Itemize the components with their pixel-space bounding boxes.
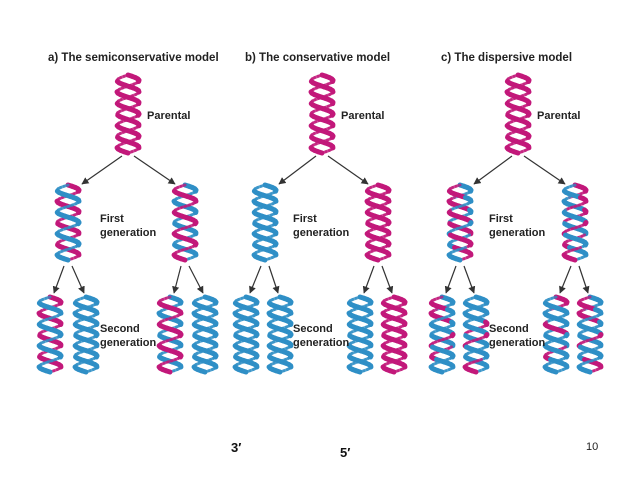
panel-b-arrow-5 xyxy=(362,265,375,294)
panel-c-second-gen-helix-3 xyxy=(542,294,570,375)
panel-a-parental-label: Parental xyxy=(147,110,191,122)
panel-c-arrow-6 xyxy=(578,265,590,294)
panel-b-second-label-1: Second xyxy=(293,323,333,335)
panel-a-first-gen-helix-2 xyxy=(171,182,199,263)
panel-b-second-gen-helix-3 xyxy=(346,294,374,375)
panel-a-second-gen-helix-2 xyxy=(72,294,100,375)
panel-c-second-gen-helix-1 xyxy=(428,294,456,375)
footer-5-prime: 5′ xyxy=(340,445,351,460)
panel-a-second-label-1: Second xyxy=(100,323,140,335)
panel-a-arrow-4 xyxy=(71,265,85,294)
panel-c-first-label-2: generation xyxy=(489,227,546,239)
panel-b-second-label-2: generation xyxy=(293,337,350,349)
panel-b-parental-helix xyxy=(308,72,336,156)
panel-a-arrow-6 xyxy=(188,265,204,294)
panel-c-parental-helix xyxy=(504,72,532,156)
panel-a-second-label-2: generation xyxy=(100,337,157,349)
panel-b-arrow-3 xyxy=(249,265,262,294)
panel-c-arrow-2 xyxy=(523,155,566,185)
panel-c-parental-label: Parental xyxy=(537,110,581,122)
panel-c-arrow-5 xyxy=(559,265,572,294)
panel-a-arrow-3 xyxy=(52,265,65,294)
panel-b-parental-label: Parental xyxy=(341,110,385,122)
panel-a-second-gen-helix-3 xyxy=(156,294,184,375)
panel-b-second-gen-helix-1 xyxy=(232,294,260,375)
panel-b-first-label-1: First xyxy=(293,213,317,225)
panel-a-parental-helix xyxy=(114,72,142,156)
panel-a-arrow-2 xyxy=(133,155,176,185)
panel-b-first-label-2: generation xyxy=(293,227,350,239)
panel-a-second-gen-helix-1 xyxy=(36,294,64,375)
panel-c-arrow-4 xyxy=(463,265,476,294)
panel-c-second-gen-helix-2 xyxy=(462,294,490,375)
panel-b-first-gen-helix-1 xyxy=(251,182,279,263)
panel-a-title: a) The semiconservative model xyxy=(48,52,219,64)
panel-c-first-label-1: First xyxy=(489,213,513,225)
footer-3-prime: 3′ xyxy=(231,440,242,455)
panel-c-arrow-3 xyxy=(444,265,457,294)
panel-b-arrow-1 xyxy=(278,155,317,185)
panel-a-first-gen-helix-1 xyxy=(54,182,82,263)
panel-c-second-label-2: generation xyxy=(489,337,546,349)
panel-c-first-gen-helix-1 xyxy=(446,182,474,263)
panel-b-second-gen-helix-2 xyxy=(266,294,294,375)
panel-a-arrow-5 xyxy=(172,265,182,294)
panel-a-second-gen-helix-4 xyxy=(191,294,219,375)
panel-b-title: b) The conservative model xyxy=(245,52,391,64)
panel-c-second-gen-helix-4 xyxy=(576,294,604,375)
panel-b-first-gen-helix-2 xyxy=(364,182,392,263)
panel-a-first-label-1: First xyxy=(100,213,124,225)
panel-c-title: c) The dispersive model xyxy=(441,52,573,64)
page-number: 10 xyxy=(586,441,599,453)
panel-a-arrow-1 xyxy=(81,155,123,185)
panel-b-arrow-2 xyxy=(327,155,369,185)
panel-c-second-label-1: Second xyxy=(489,323,529,335)
panel-b-arrow-6 xyxy=(381,265,394,294)
panel-c-arrow-1 xyxy=(473,155,513,185)
panel-c-first-gen-helix-2 xyxy=(561,182,589,263)
panel-a-first-label-2: generation xyxy=(100,227,157,239)
panel-b-second-gen-helix-4 xyxy=(380,294,408,375)
panel-b-arrow-4 xyxy=(268,265,280,294)
